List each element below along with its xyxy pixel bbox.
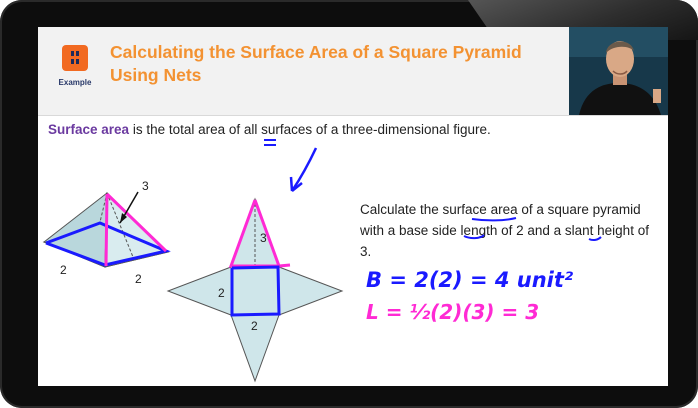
- net-side-bottom-label: 2: [251, 319, 258, 333]
- net-side-left-label: 2: [218, 286, 225, 300]
- header-divider: [38, 115, 668, 116]
- lesson-header: Example Calculating the Surface Area of …: [38, 27, 668, 115]
- pyramid-net: 3 2 2: [166, 197, 344, 383]
- example-label: Example: [58, 78, 92, 87]
- pyramid-3d: 3 2 2: [42, 179, 171, 286]
- definition-body: is the total area of all surfaces of a t…: [129, 122, 491, 137]
- net-slant-label: 3: [260, 231, 267, 245]
- pyramid-slant-label: 3: [142, 179, 149, 193]
- lesson-title: Calculating the Surface Area of a Square…: [110, 42, 522, 85]
- instructor-figure: [569, 27, 668, 115]
- definition-term: Surface area: [48, 122, 130, 137]
- example-badge: [62, 45, 88, 71]
- example-icon: [71, 51, 79, 64]
- pyramid-side-left-label: 2: [60, 263, 67, 277]
- pyramid-and-net-figure: 3 2 2 3 2 2 B = 2(2): [42, 139, 602, 383]
- definition-text: Surface area is the total area of all su…: [48, 122, 648, 137]
- pyramid-side-right-label: 2: [135, 272, 142, 286]
- instructor-video[interactable]: [569, 27, 668, 115]
- handwritten-lateral-area: L = ½(2)(3) = 3: [366, 300, 539, 324]
- lesson-screen: Example Calculating the Surface Area of …: [38, 27, 668, 386]
- handwritten-base-area: B = 2(2) = 4 unit²: [366, 268, 574, 292]
- problem-statement: Calculate the surface area of a square p…: [360, 202, 649, 259]
- handwriting-annotations: B = 2(2) = 4 unit² L = ½(2)(3) = 3: [264, 139, 602, 324]
